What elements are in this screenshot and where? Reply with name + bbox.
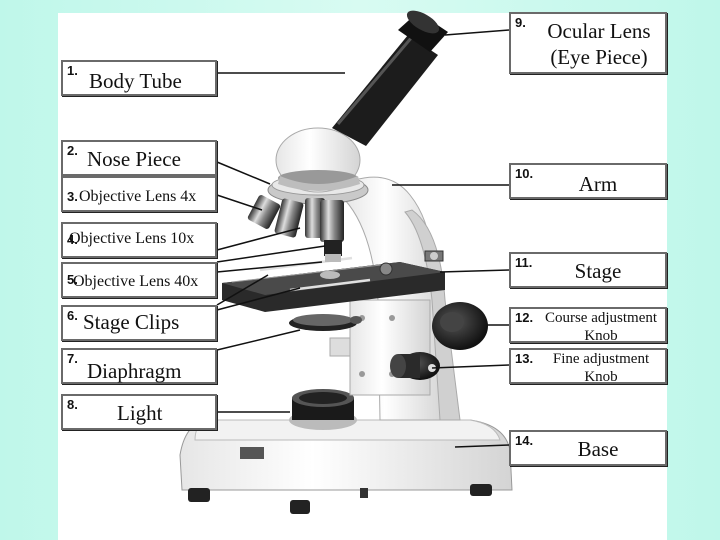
leader-line-5b [217,262,322,272]
label-text-nose-piece: Nose Piece [87,148,181,170]
label-text-fine-knob: Knob [537,370,665,386]
label-box-fine-adjustment: 13. Fine adjustment Knob [509,348,667,384]
label-number: 12. [515,310,533,325]
label-text-objective-10x: Objective Lens 10x [69,231,194,248]
leader-line-4 [217,228,300,250]
label-text-base: Base [531,438,665,460]
body-tube-shape [332,35,438,146]
label-text-arm: Arm [531,173,665,195]
leader-line-7 [217,330,300,350]
objective-lenses-shape [247,194,344,262]
label-number: 11. [515,255,532,270]
label-number: 6. [67,308,78,323]
label-box-light: 8. Light [61,394,217,430]
label-box-base: 14. Base [509,430,667,466]
label-text-eye-piece: (Eye Piece) [531,46,667,68]
leader-line-11 [440,270,509,272]
label-text-body-tube: Body Tube [89,70,182,92]
light-shape [289,389,357,430]
leader-line-9 [445,30,509,35]
head-shape [276,128,360,192]
label-text-objective-40x: Objective Lens 40x [73,274,198,291]
label-box-course-adjustment: 12. Course adjustment Knob [509,307,667,343]
label-box-body-tube: 1. Body Tube [61,60,217,96]
label-number: 7. [67,351,78,366]
label-box-nose-piece: 2. Nose Piece [61,140,217,176]
label-text-diaphragm: Diaphragm [87,360,181,382]
label-text-stage: Stage [531,260,665,282]
label-box-arm: 10. Arm [509,163,667,199]
leader-line-2 [217,162,270,184]
base-shape [180,420,512,514]
label-number: 2. [67,143,78,158]
label-text-fine-adjustment: Fine adjustment [537,352,665,368]
leader-line-5a [217,246,325,262]
label-text-course-knob: Knob [537,329,665,345]
label-number: 3. [67,189,78,204]
label-box-ocular-lens: 9. Ocular Lens (Eye Piece) [509,12,667,74]
label-number: 9. [515,15,526,30]
label-text-objective-4x: Objective Lens 4x [79,189,196,206]
leader-line-3 [217,195,262,210]
label-box-objective-40x: 5. Objective Lens 40x [61,262,217,298]
label-box-stage-clips: 6. Stage Clips [61,305,217,341]
label-text-light: Light [117,402,163,424]
label-number: 13. [515,351,533,366]
label-text-ocular-lens: Ocular Lens [531,20,667,42]
label-text-stage-clips: Stage Clips [83,311,179,333]
label-number: 1. [67,63,78,78]
label-box-objective-10x: 4. Objective Lens 10x [61,222,217,258]
label-box-diaphragm: 7. Diaphragm [61,348,217,384]
label-box-stage: 11. Stage [509,252,667,288]
label-text-course-adjustment: Course adjustment [537,311,665,327]
label-number: 8. [67,397,78,412]
label-box-objective-4x: 3. Objective Lens 4x [61,176,217,212]
